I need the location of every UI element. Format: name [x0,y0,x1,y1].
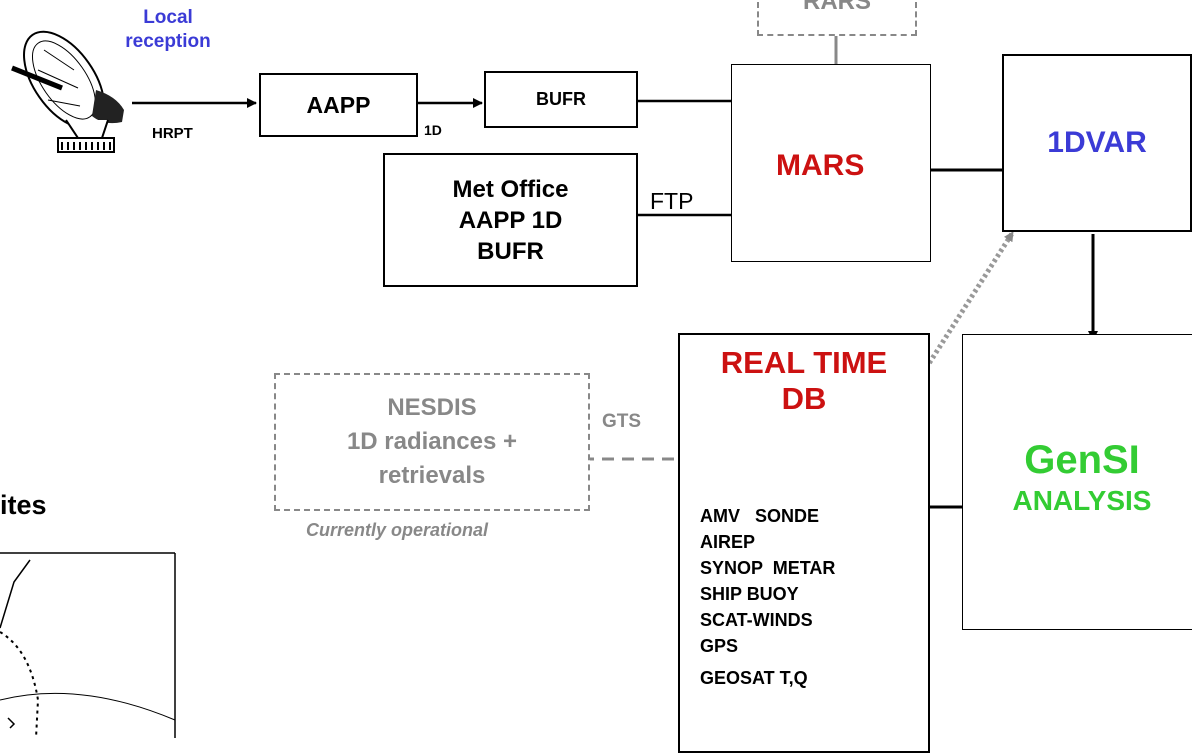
local-reception-line1: Local [143,7,193,28]
realtime-title: REAL TIME DB [680,345,928,417]
nesdis-line3: retrievals [378,462,486,489]
observation-item: SYNOP METAR [700,558,836,578]
cropped-title-fragment: ites [0,490,47,520]
metoffice-line1: Met Office [452,175,569,203]
metoffice-box: Met Office AAPP 1D BUFR [383,153,638,287]
realtime-title-line2: DB [781,381,827,416]
rars-label: RARS [802,0,871,15]
local-reception-label: Local reception [104,6,232,54]
gensi-title: GenSI [1024,438,1140,482]
nesdis-line2: 1D radiances + [346,428,518,455]
nesdis-caption: Currently operational [306,520,489,540]
satellite-dish-icon [4,10,134,170]
aapp-label: AAPP [306,91,371,118]
nesdis-box: NESDIS 1D radiances + retrievals [274,373,590,511]
ftp-label: FTP [650,188,694,214]
observation-item: GEOSAT T,Q [700,668,808,688]
1dvar-box: 1DVAR [1002,54,1192,232]
local-reception-line2: reception [125,31,211,52]
observation-item: GPS [700,636,739,656]
mars-box: MARS [731,64,931,262]
rars-box: RARS [757,0,917,36]
realtime-title-line1: REAL TIME [720,345,888,380]
gensi-box: GenSI ANALYSIS [962,334,1192,630]
metoffice-line2: AAPP 1D [458,206,563,234]
aapp-box: AAPP [259,73,418,137]
nesdis-line1: NESDIS [387,394,477,421]
observation-item: SCAT-WINDS [700,610,813,630]
mars-label: MARS [776,149,865,182]
gts-label: GTS [602,411,642,432]
1d-label: 1D [424,122,442,138]
observation-item: AIREP [700,532,756,552]
map-fragment [0,552,176,738]
observation-item: AMV SONDE [700,506,820,526]
1dvar-label: 1DVAR [1047,126,1147,159]
metoffice-line3: BUFR [477,237,544,265]
observation-item: SHIP BUOY [700,584,799,604]
observation-list: AMV SONDE AIREP SYNOP METAR SHIP BUOY SC… [700,503,835,691]
realtime-db-box: REAL TIME DB AMV SONDE AIREP SYNOP METAR… [678,333,930,753]
bufr-box: BUFR [484,71,638,128]
gensi-subtitle: ANALYSIS [1012,485,1152,516]
hrpt-label: HRPT [152,125,193,142]
bufr-label: BUFR [536,89,586,109]
